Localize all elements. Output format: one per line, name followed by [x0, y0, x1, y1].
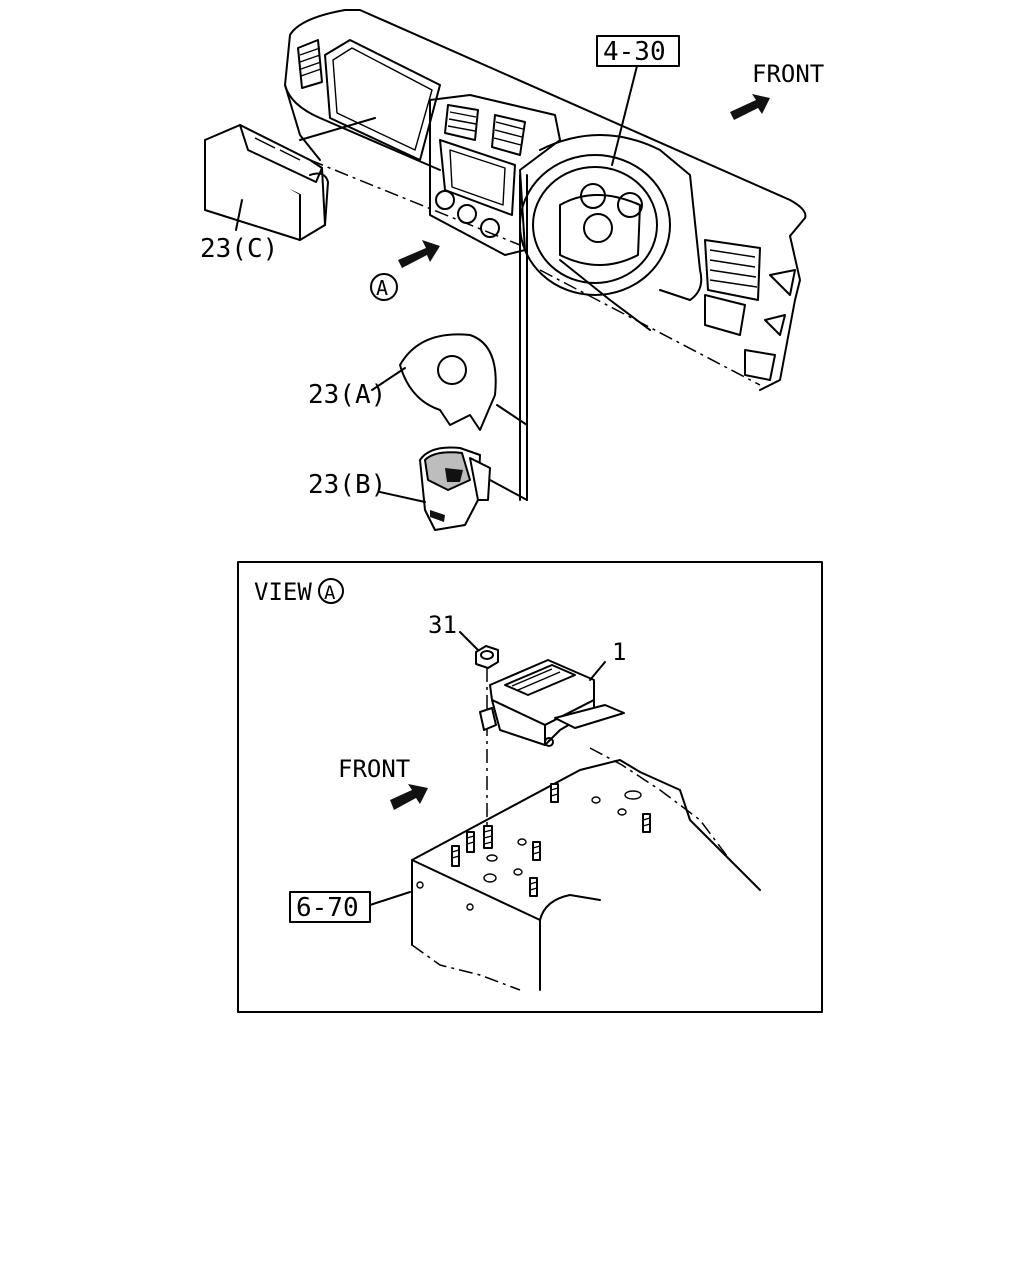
label-23c: 23(C)	[200, 234, 278, 264]
label-23a: 23(A)	[308, 380, 386, 410]
label-1: 1	[612, 638, 626, 666]
label-front-bottom: FRONT	[338, 755, 410, 783]
dashboard-illustration	[284, 9, 807, 501]
label-31: 31	[428, 611, 457, 639]
nut-31	[475, 645, 499, 669]
ref-box-6-70: 6-70	[289, 891, 411, 923]
leader-23c	[235, 199, 243, 231]
leader-23b	[379, 491, 426, 503]
label-circle-a-view: A	[324, 582, 336, 604]
view-a-frame	[237, 561, 823, 1013]
right-vent	[704, 235, 801, 391]
circle-a-top-icon	[370, 273, 398, 301]
front-arrow-icon	[730, 94, 770, 120]
center-stack	[429, 94, 561, 256]
view-a-arrow-icon	[398, 240, 440, 268]
leader-31	[459, 631, 479, 651]
driver-airbag-23a	[399, 333, 528, 431]
label-6-70: 6-70	[296, 893, 359, 923]
steering-wheel	[519, 154, 671, 296]
circle-a-view-icon	[318, 578, 344, 604]
label-23b: 23(B)	[308, 470, 386, 500]
leader-23a	[371, 367, 406, 391]
front-arrow-bottom-icon	[390, 784, 428, 810]
airbag-control-unit-1	[479, 659, 625, 747]
floor-panel	[411, 747, 761, 991]
airbag-23b	[419, 446, 528, 531]
label-view: VIEW	[254, 578, 312, 606]
glove-box-23c	[204, 117, 376, 241]
left-vent	[297, 39, 323, 89]
label-front-top: FRONT	[752, 60, 824, 88]
studs	[451, 783, 651, 897]
ref-box-4-30: 4-30	[596, 35, 680, 166]
label-4-30: 4-30	[603, 37, 666, 67]
label-circle-a-top: A	[376, 276, 388, 300]
